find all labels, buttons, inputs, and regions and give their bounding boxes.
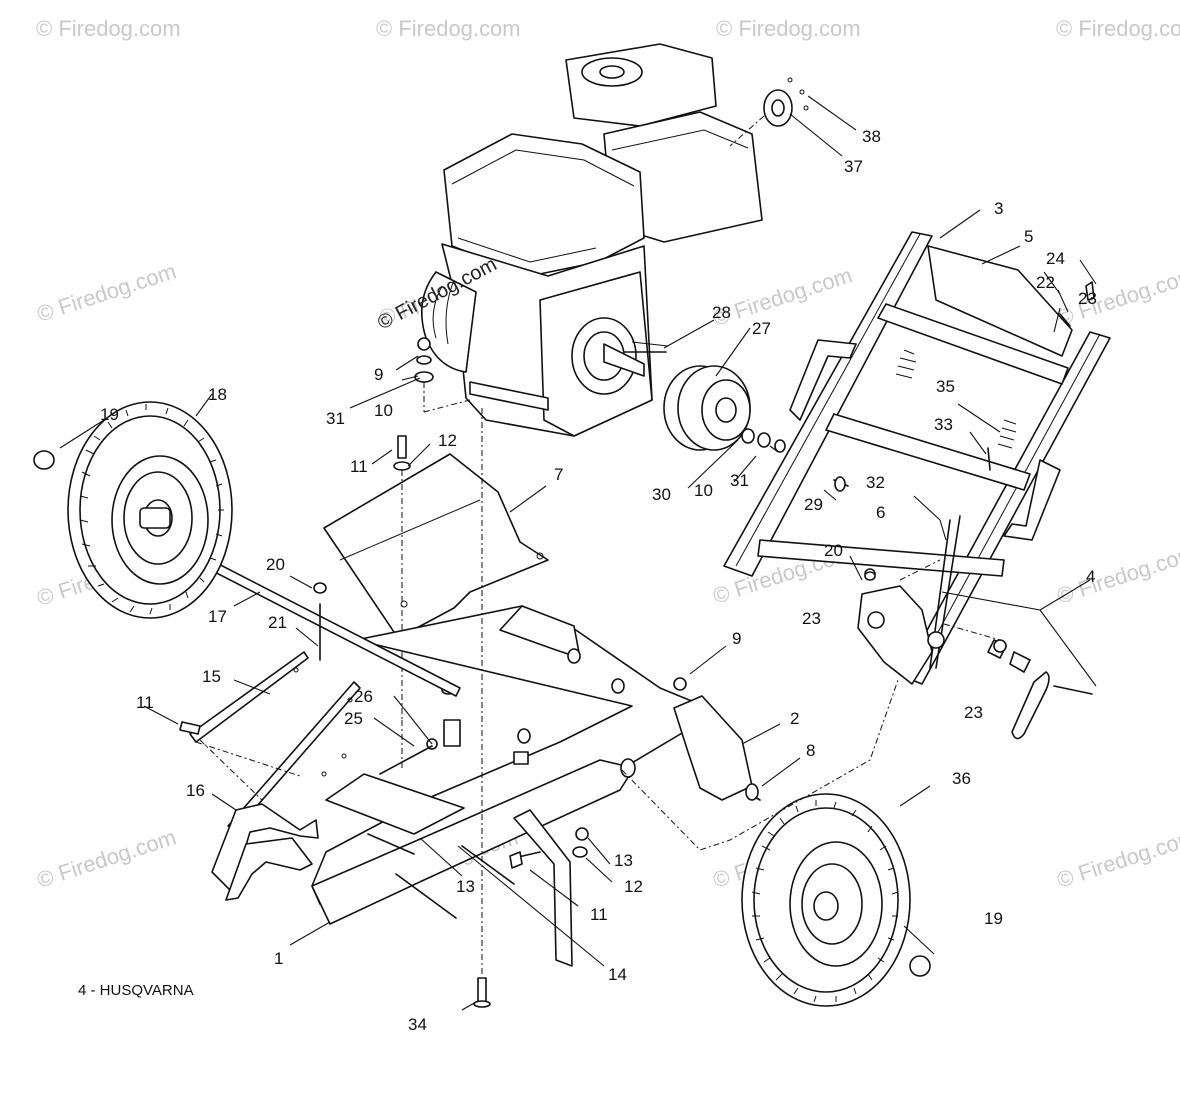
- callout-33: 33: [934, 415, 953, 434]
- callout-32: 32: [866, 473, 885, 492]
- watermark: © Firedog.com: [716, 16, 861, 41]
- callout-30: 30: [652, 485, 671, 504]
- callout-14: 14: [608, 965, 627, 984]
- callout-17: 17: [208, 607, 227, 626]
- drive-pulley: [663, 365, 786, 453]
- blade-assembly: [189, 651, 361, 901]
- callout-13: 13: [614, 851, 633, 870]
- callout-31: 31: [326, 409, 345, 428]
- callout-31: 31: [730, 471, 749, 490]
- callout-9: 9: [732, 629, 741, 648]
- callout-5: 5: [1024, 227, 1033, 246]
- callout-19: 19: [984, 909, 1003, 928]
- callout-18: 18: [208, 385, 227, 404]
- callout-23: 23: [964, 703, 983, 722]
- callout-22: 22: [1036, 273, 1055, 292]
- callout-24: 24: [1046, 249, 1065, 268]
- watermark: © Firedog.com: [34, 824, 179, 892]
- callout-35: 35: [936, 377, 955, 396]
- callout-4: 4: [1086, 567, 1095, 586]
- left-wheel: [33, 401, 233, 619]
- handle-frame: [723, 231, 1111, 685]
- callout-16: 16: [186, 781, 205, 800]
- callout-10: 10: [694, 481, 713, 500]
- callout-25: 25: [344, 709, 363, 728]
- callout-11: 11: [590, 905, 608, 924]
- watermark: © Firedog.com: [1054, 540, 1180, 608]
- callout-6: 6: [876, 503, 885, 522]
- watermark: © Firedog.com: [1056, 16, 1180, 41]
- callout-28: 28: [712, 303, 731, 322]
- callout-12: 12: [438, 431, 457, 450]
- callout-13: 13: [456, 877, 475, 896]
- callout-23: 23: [802, 609, 821, 628]
- callout-19: 19: [100, 405, 119, 424]
- watermark: © Firedog.com: [376, 16, 521, 41]
- callout-20: 20: [266, 555, 285, 574]
- watermark: © Firedog.com: [34, 258, 179, 326]
- leader-lines: [59, 95, 1097, 1011]
- callout-26: 26: [354, 687, 373, 706]
- watermark: © Firedog.com: [1054, 262, 1180, 330]
- diagram-caption: 4 - HUSQVARNA: [78, 982, 194, 999]
- callout-36: 36: [952, 769, 971, 788]
- callout-labels: 1 2 3 4 5 6 7 8 9 9 10 10 11 11 11 12 12…: [100, 127, 1097, 1034]
- callout-21: 21: [268, 613, 287, 632]
- watermark: © Firedog.com: [710, 262, 855, 330]
- right-wheel: [621, 679, 931, 1007]
- callout-11: 11: [350, 457, 368, 476]
- callout-3: 3: [994, 199, 1003, 218]
- callout-9: 9: [374, 365, 383, 384]
- watermark: © Firedog.com: [36, 16, 181, 41]
- callout-34: 34: [408, 1015, 427, 1034]
- callout-11: 11: [136, 693, 154, 712]
- callout-7: 7: [554, 465, 563, 484]
- engine: © Firedog.com: [374, 43, 763, 437]
- callout-29: 29: [804, 495, 823, 514]
- callout-15: 15: [202, 667, 221, 686]
- callout-1: 1: [274, 949, 283, 968]
- callout-27: 27: [752, 319, 771, 338]
- callout-37: 37: [844, 157, 863, 176]
- callout-23: 23: [1078, 289, 1097, 308]
- callout-12: 12: [624, 877, 643, 896]
- callout-2: 2: [790, 709, 799, 728]
- callout-10: 10: [374, 401, 393, 420]
- hardware: [179, 281, 1095, 869]
- callout-20: 20: [824, 541, 843, 560]
- watermark: © Firedog.com: [1054, 824, 1180, 892]
- chassis-frame: [311, 408, 753, 1008]
- callout-38: 38: [862, 127, 881, 146]
- callout-8: 8: [806, 741, 815, 760]
- bearing-flange: [729, 77, 809, 147]
